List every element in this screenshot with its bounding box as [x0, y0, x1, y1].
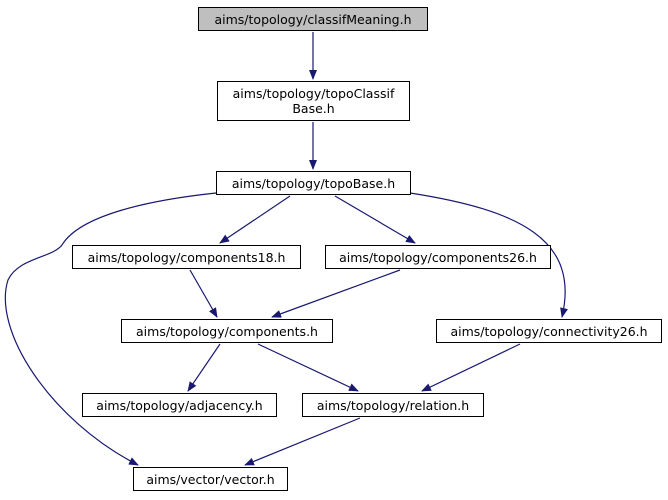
node-topobase-h[interactable]: aims/topology/topoBase.h	[216, 171, 411, 195]
node-vector-h[interactable]: aims/vector/vector.h	[133, 467, 288, 491]
edge-relation-to-vector	[244, 417, 361, 466]
node-relation-h[interactable]: aims/topology/relation.h	[302, 393, 484, 417]
edge-connectivity26-to-relation	[421, 343, 521, 392]
edge-topobase-to-components18	[219, 195, 291, 244]
edge-topobase-to-vector	[4, 192, 217, 466]
node-topoclassifbase-h[interactable]: aims/topology/topoClassif Base.h	[217, 81, 410, 121]
edge-components18-to-components	[189, 269, 218, 318]
node-connectivity26-h[interactable]: aims/topology/connectivity26.h	[436, 319, 662, 343]
edge-components-to-relation	[257, 343, 359, 392]
edge-topobase-to-connectivity26	[409, 192, 568, 318]
node-components26-h[interactable]: aims/topology/components26.h	[325, 245, 551, 269]
edge-components26-to-components	[271, 269, 401, 318]
node-components-h[interactable]: aims/topology/components.h	[121, 319, 333, 343]
node-adjacency-h[interactable]: aims/topology/adjacency.h	[82, 393, 277, 417]
node-classifmeaning-h: aims/topology/classifMeaning.h	[198, 7, 428, 31]
node-components18-h[interactable]: aims/topology/components18.h	[72, 245, 301, 269]
edge-topobase-to-components26	[334, 195, 416, 244]
edge-components-to-adjacency	[187, 343, 221, 392]
